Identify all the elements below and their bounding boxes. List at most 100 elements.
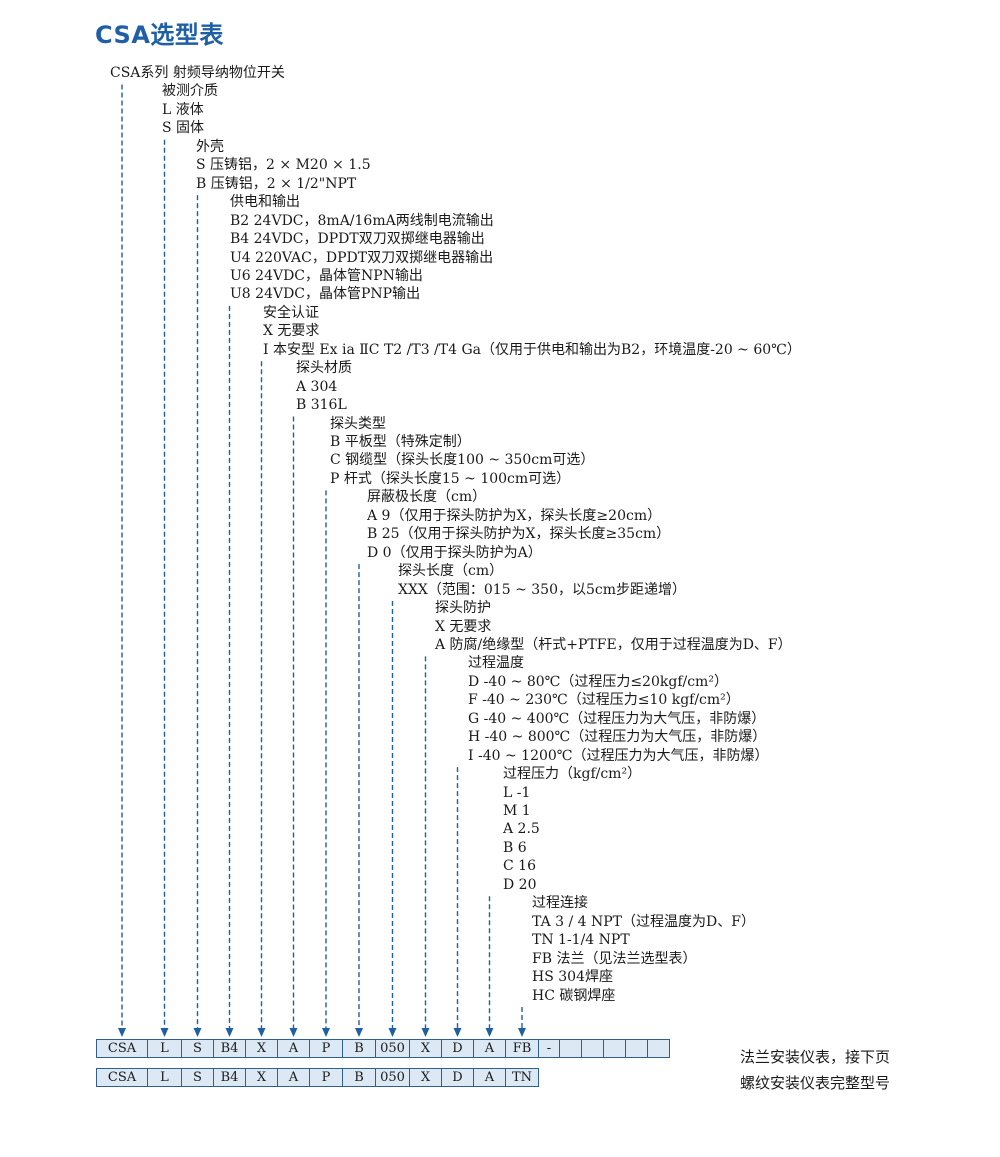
code-thread-cell: X: [409, 1068, 442, 1087]
arrow-head-icon: [225, 1028, 234, 1037]
code-flange-cell: [625, 1039, 648, 1058]
code-thread-cell: 050: [375, 1068, 410, 1087]
selection-line: A 防腐/绝缘型（杆式+PTFE，仅用于过程温度为D、F）: [435, 636, 792, 653]
code-flange-cell: CSA: [96, 1039, 148, 1058]
selection-line: TN 1-1/4 NPT: [532, 932, 630, 949]
code-thread-cell: S: [181, 1068, 214, 1087]
selection-line: H -40 ~ 800℃（过程压力为大气压，非防爆）: [468, 729, 767, 746]
arrow-head-icon: [160, 1028, 169, 1037]
code-flange-cell: P: [309, 1039, 343, 1058]
selection-line: D 20: [503, 876, 537, 893]
selection-line: 探头长度（cm）: [398, 563, 504, 580]
code-flange-cell: B: [342, 1039, 376, 1058]
selection-line: S 压铸铝，2 × M20 × 1.5: [196, 157, 371, 174]
code-flange-cell: [603, 1039, 626, 1058]
selection-line: A 304: [296, 378, 338, 395]
selection-line: HC 碳钢焊座: [532, 987, 616, 1004]
selection-line: A 2.5: [503, 821, 540, 838]
code-flange-cell: X: [409, 1039, 442, 1058]
side-note-flange: 法兰安装仪表，接下页: [740, 1048, 891, 1066]
selection-line: U4 220VAC，DPDT双刀双掷继电器输出: [230, 249, 494, 266]
selection-line: I -40 ~ 1200℃（过程压力为大气压，非防爆）: [468, 747, 769, 764]
arrow-head-icon: [421, 1028, 430, 1037]
selection-line: HS 304焊座: [532, 969, 613, 986]
selection-line: B 6: [503, 839, 527, 856]
selection-line: G -40 ~ 400℃（过程压力为大气压，非防爆）: [468, 710, 766, 727]
selection-line: X 无要求: [263, 323, 320, 340]
code-thread-cell: L: [147, 1068, 182, 1087]
selection-line: 屏蔽极长度（cm）: [367, 489, 487, 506]
code-flange-cell: D: [441, 1039, 474, 1058]
selection-line: B4 24VDC，DPDT双刀双掷继电器输出: [230, 231, 485, 248]
selection-line: I 本安型 Ex ia ⅡC T2 /T3 /T4 Ga（仅用于供电和输出为B2…: [263, 341, 801, 358]
code-thread-cell: P: [309, 1068, 343, 1087]
code-thread-cell: D: [441, 1068, 474, 1087]
code-flange-cell: [647, 1039, 670, 1058]
selection-line: B 25（仅用于探头防护为X，探头长度≥35cm）: [367, 526, 671, 543]
arrow-head-icon: [322, 1028, 330, 1037]
arrow-head-icon: [257, 1028, 266, 1037]
arrow-head-icon: [355, 1028, 363, 1037]
arrow-head-icon: [289, 1028, 298, 1037]
selection-line: D -40 ~ 80℃（过程压力≤20kgf/cm²）: [468, 673, 728, 690]
selection-line: B2 24VDC，8mA/16mA两线制电流输出: [230, 212, 494, 229]
selection-line: B 压铸铝，2 × 1/2"NPT: [196, 175, 357, 192]
selection-line: C 16: [503, 858, 536, 875]
selection-line: B 316L: [296, 397, 347, 414]
selection-line: 供电和输出: [230, 194, 300, 211]
code-flange-cell: B4: [213, 1039, 246, 1058]
arrow-head-icon: [518, 1028, 526, 1037]
selection-line: 探头防护: [435, 600, 491, 617]
code-thread-cell: A: [277, 1068, 310, 1087]
selection-line: M 1: [503, 803, 531, 819]
code-flange-cell: S: [181, 1039, 214, 1058]
arrow-head-icon: [193, 1028, 202, 1037]
selection-line: P 杆式（探头长度15 ~ 100cm可选）: [330, 470, 571, 487]
selection-line: U8 24VDC，晶体管PNP输出: [230, 286, 421, 303]
code-thread-cell: B: [342, 1068, 376, 1087]
selection-line: F -40 ~ 230℃（过程压力≤10 kgf/cm²）: [468, 692, 740, 709]
selection-line: 探头类型: [330, 415, 386, 432]
code-thread-cell: CSA: [96, 1068, 148, 1087]
selection-line: 过程连接: [532, 895, 588, 912]
side-note-thread: 螺纹安装仪表完整型号: [740, 1074, 891, 1092]
selection-line: X 无要求: [435, 618, 492, 635]
selection-line: 探头材质: [296, 360, 352, 377]
code-flange-cell: FB: [505, 1039, 539, 1058]
selection-line: D 0（仅用于探头防护为A）: [367, 544, 542, 561]
code-flange-cell: X: [245, 1039, 278, 1058]
selection-line: 安全认证: [263, 304, 319, 321]
selection-line: S 固体: [162, 120, 205, 137]
selection-line: FB 法兰（见法兰选型表）: [532, 950, 697, 967]
selection-line: TA 3 / 4 NPT（过程温度为D、F）: [532, 913, 755, 930]
code-flange-cell: -: [538, 1039, 560, 1058]
selection-line: CSA系列 射频导纳物位开关: [110, 65, 285, 81]
selection-line: L -1: [503, 784, 531, 801]
code-flange-cell: 050: [375, 1039, 410, 1058]
code-flange-cell: [581, 1039, 604, 1058]
code-flange-cell: A: [473, 1039, 506, 1058]
selection-line: C 钢缆型（探头长度100 ~ 350cm可选）: [330, 452, 595, 469]
code-thread-cell: X: [245, 1068, 278, 1087]
arrow-head-icon: [118, 1028, 126, 1037]
code-flange-cell: A: [277, 1039, 310, 1058]
code-thread-cell: TN: [505, 1068, 539, 1087]
code-thread-cell: A: [473, 1068, 506, 1087]
selection-line: L 液体: [162, 101, 204, 118]
selection-line: U6 24VDC，晶体管NPN输出: [230, 267, 423, 284]
selection-line: 过程温度: [468, 655, 524, 672]
page-title: CSA选型表: [95, 21, 224, 49]
selection-line: 外壳: [196, 138, 224, 155]
code-flange-cell: L: [147, 1039, 182, 1058]
selection-line: A 9（仅用于探头防护为X，探头长度≥20cm）: [367, 507, 662, 524]
code-flange-cell: [559, 1039, 582, 1058]
code-thread-cell: B4: [213, 1068, 246, 1087]
arrow-head-icon: [388, 1028, 397, 1037]
selection-line: XXX（范围：015 ~ 350，以5cm步距递增）: [398, 581, 686, 598]
arrow-head-icon: [485, 1028, 494, 1037]
selection-line: 被测介质: [162, 83, 218, 100]
selection-line: 过程压力（kgf/cm²）: [503, 766, 642, 783]
